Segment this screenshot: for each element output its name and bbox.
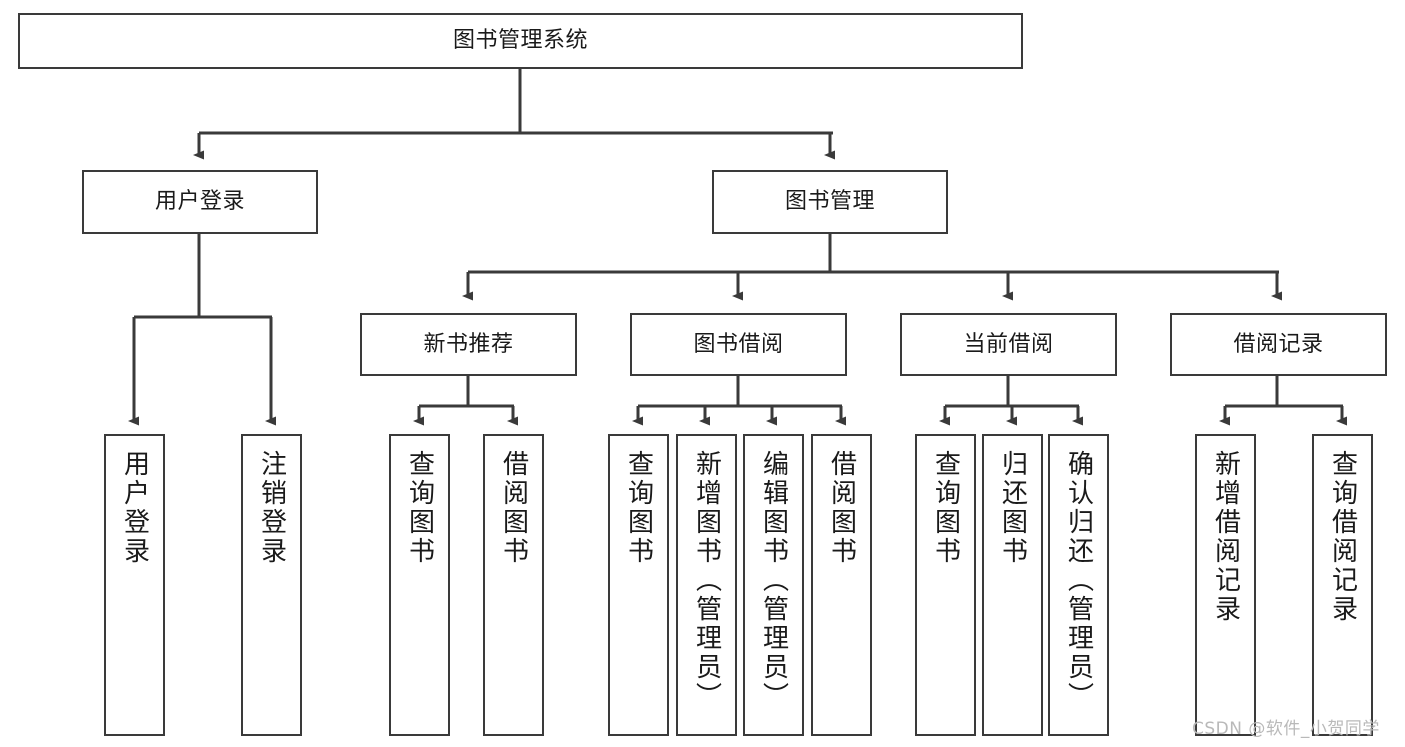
- node-leaf-borrow-book-1[interactable]: 借阅图书: [483, 434, 544, 736]
- node-borrow-record[interactable]: 借阅记录: [1170, 313, 1387, 376]
- node-leaf-return-book-label: 归还图书: [997, 450, 1028, 566]
- node-book-manage[interactable]: 图书管理: [712, 170, 948, 234]
- node-leaf-confirm-return[interactable]: 确认归还（管理员）: [1048, 434, 1109, 736]
- edge-new-book-recommend-bus: [413, 376, 518, 426]
- node-leaf-query-book-2-label: 查询图书: [623, 450, 654, 566]
- node-leaf-add-book[interactable]: 新增图书（管理员）: [676, 434, 737, 736]
- node-leaf-query-book-1-label: 查询图书: [404, 450, 435, 566]
- node-root[interactable]: 图书管理系统: [18, 13, 1023, 69]
- node-leaf-query-book-3[interactable]: 查询图书: [915, 434, 976, 736]
- node-leaf-user-login-label: 用户登录: [119, 450, 150, 566]
- node-new-book-recommend-label: 新书推荐: [423, 331, 514, 357]
- node-new-book-recommend[interactable]: 新书推荐: [360, 313, 577, 376]
- node-borrow-record-label: 借阅记录: [1233, 331, 1324, 357]
- edge-user-login-bus: [128, 234, 276, 426]
- node-leaf-query-book-3-label: 查询图书: [930, 450, 961, 566]
- edge-book-borrow-bus: [632, 376, 846, 426]
- node-leaf-add-record-label: 新增借阅记录: [1210, 450, 1241, 624]
- node-leaf-query-record[interactable]: 查询借阅记录: [1312, 434, 1373, 736]
- node-leaf-borrow-book-1-label: 借阅图书: [498, 450, 529, 566]
- node-leaf-return-book[interactable]: 归还图书: [982, 434, 1043, 736]
- node-leaf-user-login[interactable]: 用户登录: [104, 434, 165, 736]
- node-leaf-add-book-label: 新增图书（管理员）: [691, 450, 722, 711]
- node-leaf-query-book-1[interactable]: 查询图书: [389, 434, 450, 736]
- node-leaf-edit-book-label: 编辑图书（管理员）: [758, 450, 789, 711]
- node-current-borrow[interactable]: 当前借阅: [900, 313, 1117, 376]
- node-user-login[interactable]: 用户登录: [82, 170, 318, 234]
- node-leaf-confirm-return-label: 确认归还（管理员）: [1063, 450, 1094, 711]
- node-leaf-edit-book[interactable]: 编辑图书（管理员）: [743, 434, 804, 736]
- node-leaf-borrow-book-2-label: 借阅图书: [826, 450, 857, 566]
- node-leaf-logout-login-label: 注销登录: [256, 450, 287, 566]
- node-book-manage-label: 图书管理: [784, 189, 875, 215]
- edge-root-bus: [193, 69, 835, 160]
- node-book-borrow[interactable]: 图书借阅: [630, 313, 847, 376]
- edge-current-borrow-bus: [939, 376, 1083, 426]
- node-leaf-logout-login[interactable]: 注销登录: [241, 434, 302, 736]
- node-leaf-borrow-book-2[interactable]: 借阅图书: [811, 434, 872, 736]
- node-leaf-query-record-label: 查询借阅记录: [1327, 450, 1358, 624]
- node-leaf-add-record[interactable]: 新增借阅记录: [1195, 434, 1256, 736]
- edge-book-manage-bus: [462, 234, 1282, 301]
- node-root-label: 图书管理系统: [452, 28, 588, 54]
- watermark: CSDN @软件_小贺同学: [1192, 719, 1380, 739]
- node-current-borrow-label: 当前借阅: [963, 331, 1054, 357]
- node-leaf-query-book-2[interactable]: 查询图书: [608, 434, 669, 736]
- node-book-borrow-label: 图书借阅: [693, 331, 784, 357]
- edge-borrow-record-bus: [1219, 376, 1347, 426]
- node-user-login-label: 用户登录: [154, 189, 245, 215]
